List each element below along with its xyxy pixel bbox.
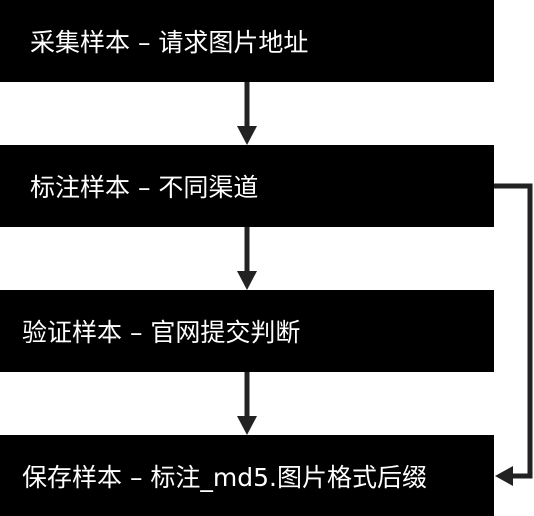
flow-step-label: 采集样本 – 请求图片地址 bbox=[30, 28, 309, 57]
arrow-verify-to-save bbox=[237, 372, 257, 435]
arrow-collect-to-label bbox=[237, 82, 257, 145]
flow-step-label: 验证样本 – 官网提交判断 bbox=[22, 318, 301, 347]
arrow-label-to-save-bypass bbox=[494, 183, 533, 486]
flow-step-label: 保存样本 – 标注_md5.图片格式后缀 bbox=[22, 462, 427, 492]
flow-step-collect-sample: 采集样本 – 请求图片地址 bbox=[0, 0, 494, 82]
flow-step-label-sample: 标注样本 – 不同渠道 bbox=[0, 145, 494, 227]
arrow-label-to-verify bbox=[237, 227, 257, 290]
flow-step-save-sample: 保存样本 – 标注_md5.图片格式后缀 bbox=[0, 435, 494, 516]
flow-step-label: 标注样本 – 不同渠道 bbox=[30, 173, 259, 202]
flow-step-verify-sample: 验证样本 – 官网提交判断 bbox=[0, 290, 494, 372]
